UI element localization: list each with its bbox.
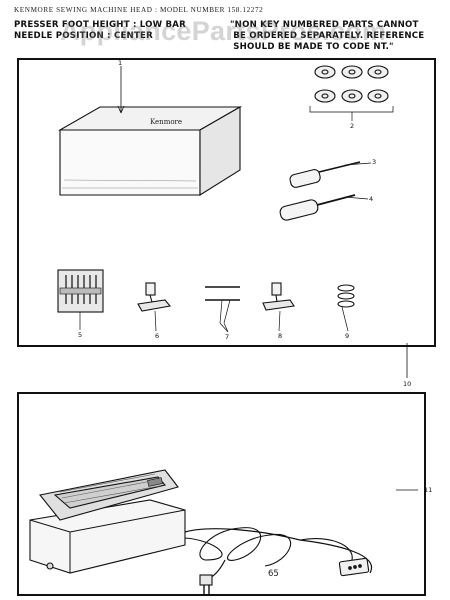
accessories-panel — [17, 58, 436, 347]
watermark: AppliancePartsPros.com — [60, 16, 387, 46]
callout-4: 4 — [369, 195, 374, 203]
presser-foot-8 — [262, 282, 295, 332]
accessory-box — [57, 66, 243, 196]
callout-6: 6 — [155, 332, 160, 340]
screwdrivers — [279, 161, 372, 221]
callout-9: 9 — [345, 332, 350, 340]
callout-5: 5 — [78, 331, 83, 339]
foot-control-panel — [17, 392, 426, 596]
non-key-parts-note: "NON KEY NUMBERED PARTS CANNOT BE ORDERE… — [230, 20, 425, 52]
bobbins — [309, 65, 394, 121]
callout-11: 11 — [424, 486, 433, 494]
needle-pack — [57, 269, 104, 330]
callout-3: 3 — [372, 158, 377, 166]
foot-control — [29, 469, 418, 594]
spring-9 — [337, 284, 355, 332]
callout-2: 2 — [350, 122, 355, 130]
callout-10: 10 — [403, 380, 412, 388]
model-header: KENMORE SEWING MACHINE HEAD : MODEL NUMB… — [14, 6, 264, 14]
callout-1: 1 — [118, 59, 123, 67]
callout-8: 8 — [278, 332, 283, 340]
accessory-box-brand: Kenmore — [150, 118, 182, 126]
presser-foot-6 — [137, 282, 172, 332]
callout-7: 7 — [225, 333, 230, 341]
page-number: 65 — [268, 569, 279, 579]
shank-pins-7 — [205, 286, 240, 333]
presser-foot-note: PRESSER FOOT HEIGHT : LOW BAR NEEDLE POS… — [14, 20, 186, 41]
